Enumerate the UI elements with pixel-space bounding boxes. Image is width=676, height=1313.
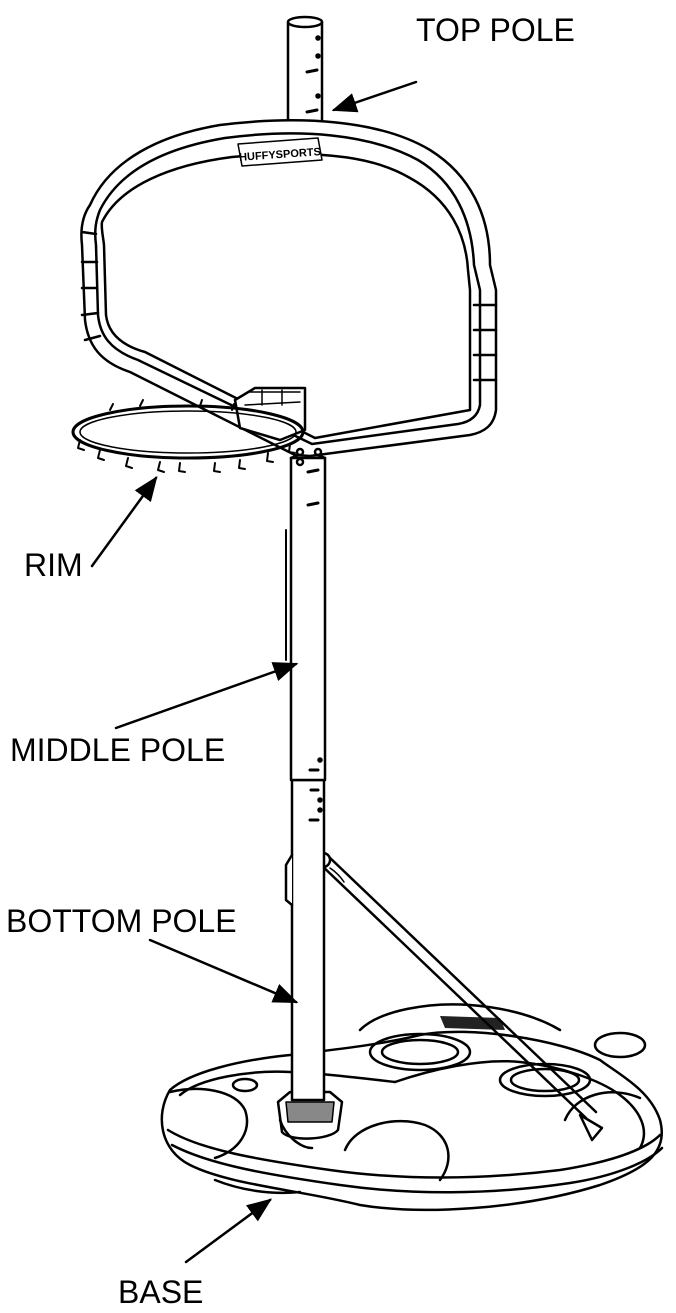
bottom-pole-label: BOTTOM POLE xyxy=(6,903,237,939)
base-arrow xyxy=(184,1198,273,1264)
base-part xyxy=(160,1003,664,1212)
backboard-part: HUFFYSPORTS xyxy=(80,119,498,467)
middle-pole-label: MIDDLE POLE xyxy=(10,732,226,768)
middle-pole-part xyxy=(285,453,327,782)
rim-arrow xyxy=(90,475,158,568)
rim-label: RIM xyxy=(24,547,83,583)
bottom-pole-arrow xyxy=(148,938,299,1004)
bottom-pole-part xyxy=(284,775,326,1102)
top-pole-part xyxy=(286,15,324,134)
rim-part xyxy=(71,399,305,473)
base-label: BASE xyxy=(118,1274,204,1310)
leader-arrows xyxy=(90,80,418,1264)
huffysports-logo: HUFFYSPORTS xyxy=(239,146,322,164)
middle-pole-arrow xyxy=(114,662,299,730)
top-pole-label: TOP POLE xyxy=(416,12,575,48)
top-pole-arrow xyxy=(331,80,418,113)
